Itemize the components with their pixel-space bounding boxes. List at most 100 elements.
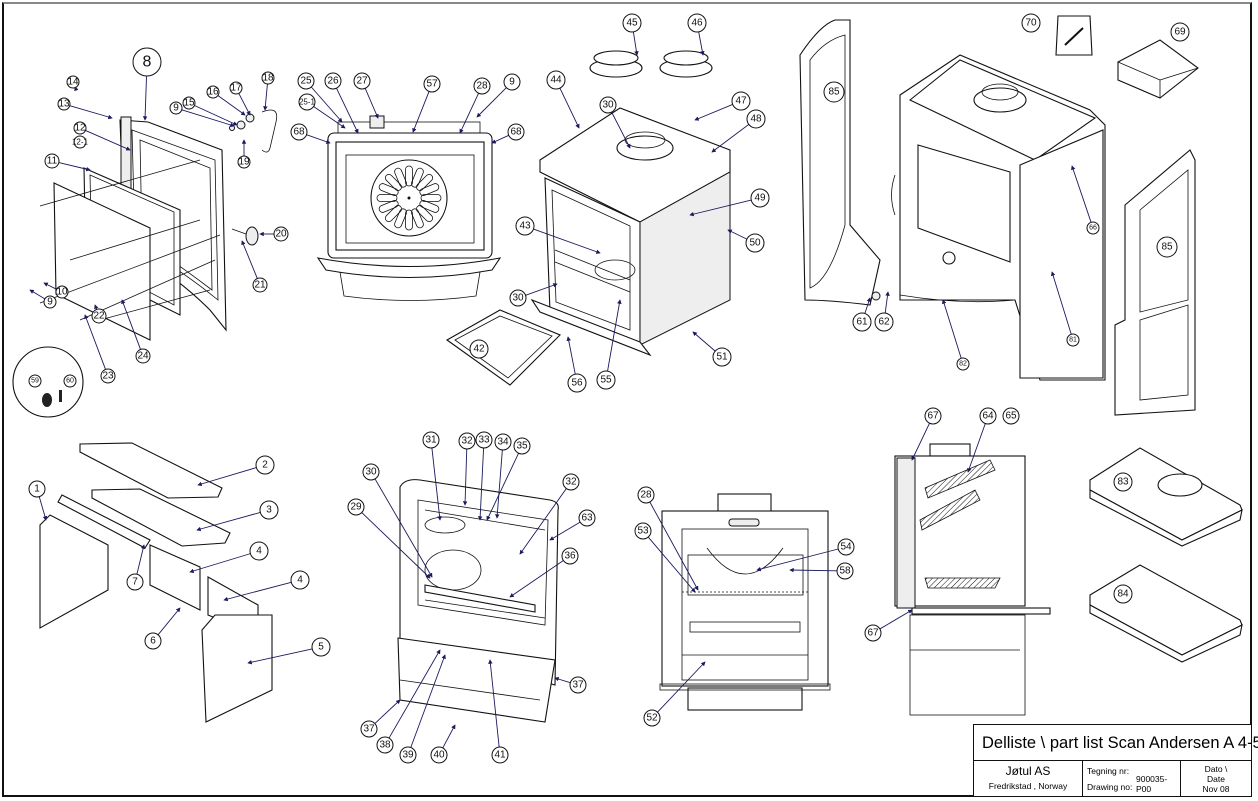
callout-circle (837, 538, 855, 556)
rotor-slot (394, 208, 407, 229)
brick-left (39, 514, 109, 629)
callout-number: 84 (1117, 589, 1129, 600)
drawing-number: 900035-P00 (1136, 774, 1168, 794)
callout-circle (634, 522, 652, 540)
part-callout: 62 (874, 312, 894, 332)
callout-number: 24 (137, 351, 149, 362)
part-callout: 47 (731, 91, 751, 111)
part-callout: 10 (55, 285, 69, 299)
callout-number: 82 (959, 361, 967, 368)
leader-line (554, 676, 571, 684)
callout-number: 9 (173, 103, 179, 114)
callout-circle (229, 81, 243, 95)
detail-circle (12, 346, 84, 418)
part-callout: 52 (643, 709, 661, 727)
leader-line (727, 229, 748, 240)
callout-circle (473, 77, 491, 95)
part-callout: 50 (745, 233, 765, 253)
callout-number: 23 (102, 371, 114, 382)
leader-line (533, 228, 601, 254)
part-callout: 43 (515, 216, 535, 236)
callout-circle (924, 407, 942, 425)
part-callout: 15 (182, 96, 196, 110)
part-callout: 22 (91, 308, 107, 324)
callout-number: 11 (47, 156, 58, 167)
part-callout: 67 (864, 624, 882, 642)
callout-number: 60 (66, 378, 74, 385)
part-callout: 29 (347, 498, 365, 516)
leader-line (310, 86, 343, 123)
part-callout: 37 (569, 676, 587, 694)
part-callout: 59 (28, 374, 42, 388)
callout-circle (1002, 407, 1020, 425)
part-callout: 39 (399, 746, 417, 764)
date-value: Nov 08 (1202, 784, 1230, 794)
callout-circle (430, 746, 448, 764)
leader-line (84, 314, 106, 370)
part-callout: 25-1 (298, 93, 316, 111)
callout-circle (546, 70, 566, 90)
callout-number: 54 (840, 542, 852, 553)
part-callout: 35 (513, 437, 531, 455)
leader-line (566, 336, 576, 375)
part-callout: 9 (43, 295, 57, 309)
leader-line (306, 134, 331, 144)
leader-line (157, 607, 181, 636)
drawing-no-label-no: Tegning nr: (1087, 766, 1130, 776)
part-callout: 51 (712, 347, 732, 367)
side-panel-right (1114, 149, 1196, 416)
callout-circle (1021, 13, 1041, 33)
part-callout: 7 (126, 573, 144, 591)
leader-line (69, 105, 113, 120)
drawing-no-label-en: Drawing no: (1087, 782, 1133, 792)
callout-number: 58 (839, 566, 851, 577)
callout-number: 6 (150, 636, 156, 647)
callout-number: 42 (473, 344, 485, 355)
leader-line (374, 478, 433, 578)
leader-line (657, 661, 706, 713)
callout-number: 15 (183, 98, 195, 109)
leader-line (711, 124, 750, 153)
callout-number: 52 (646, 713, 658, 724)
part-callout: 4 (249, 541, 269, 561)
company-cell: Jøtul AS Fredrikstad , Norway (974, 761, 1083, 797)
callout-circle (515, 216, 535, 236)
callout-circle (578, 509, 596, 527)
leader-line (486, 453, 519, 521)
callout-number: 2 (262, 460, 268, 471)
leader-line (549, 521, 581, 541)
leader-line (1050, 271, 1072, 335)
part-callout: 65 (1002, 407, 1020, 425)
company-location: Fredrikstad , Norway (988, 781, 1068, 791)
part-callout: 3 (259, 500, 279, 520)
leader-line (136, 544, 146, 575)
callout-number: 30 (602, 100, 614, 111)
rotor-slot (416, 173, 434, 191)
callout-number: 35 (516, 441, 528, 452)
callout-number: 64 (982, 411, 994, 422)
stove-body-front (445, 50, 731, 386)
part-callout: 30 (599, 96, 617, 114)
callout-circle (273, 226, 289, 242)
ash-pan (445, 309, 561, 386)
leader-line (442, 724, 456, 749)
part-callout: 14 (66, 75, 80, 89)
part-callout: 2 (255, 455, 275, 475)
callout-circle (423, 75, 441, 93)
rotor-slot (416, 205, 434, 223)
stove-exploded-view (799, 15, 1199, 416)
callout-circle (599, 96, 617, 114)
leader-line (462, 448, 468, 506)
callout-circle (206, 85, 220, 99)
callout-circle (91, 308, 107, 324)
callout-circle (353, 72, 371, 90)
part-callout: 40 (430, 746, 448, 764)
rotor-slot (376, 194, 398, 202)
parts-box (1117, 39, 1199, 99)
callout-number: 43 (519, 221, 531, 232)
callout-number: 85 (828, 87, 840, 98)
callout-circle (1156, 236, 1178, 258)
leader-line (967, 423, 986, 473)
